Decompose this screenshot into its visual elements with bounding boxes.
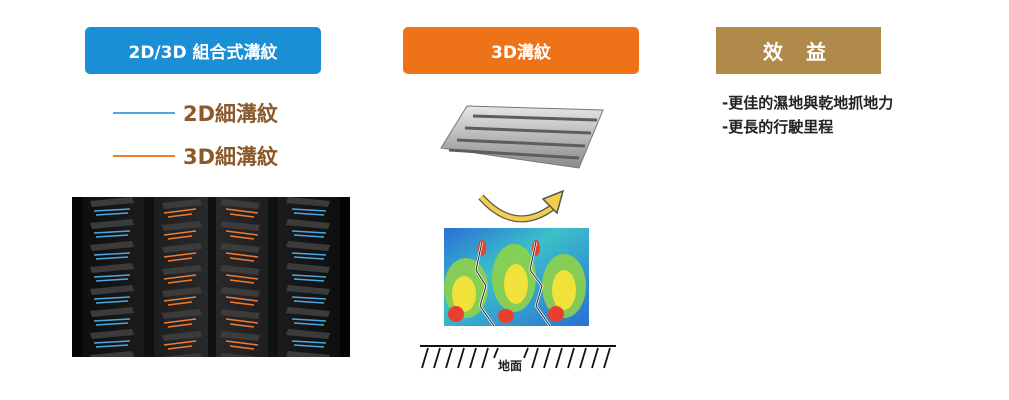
benefit-item-mileage: -更長的行駛里程 xyxy=(722,118,834,136)
benefits-list: -更佳的濕地與乾地抓地力 -更長的行駛里程 xyxy=(722,91,982,139)
legend-line-2d xyxy=(113,112,175,114)
ground-label: 地面 xyxy=(498,359,523,373)
3d-sipe-blade-image xyxy=(440,105,604,169)
tire-tread-image xyxy=(72,197,350,357)
legend-item-2d: 2D細溝紋 xyxy=(113,98,343,128)
ground-hatch xyxy=(420,345,616,369)
legend-label-2d: 2D細溝紋 xyxy=(183,102,279,126)
stress-simulation-image xyxy=(444,228,589,326)
header-benefits: 效 益 xyxy=(716,27,881,74)
legend-item-3d: 3D細溝紋 xyxy=(113,141,343,171)
legend-label-3d: 3D細溝紋 xyxy=(183,145,279,169)
header-3d-sipes: 3D溝紋 xyxy=(403,27,639,74)
header-2d3d-sipes: 2D/3D 組合式溝紋 xyxy=(85,27,321,74)
legend-line-3d xyxy=(113,155,175,157)
curved-arrow-icon xyxy=(478,189,565,223)
benefit-item-grip: -更佳的濕地與乾地抓地力 xyxy=(722,94,894,112)
